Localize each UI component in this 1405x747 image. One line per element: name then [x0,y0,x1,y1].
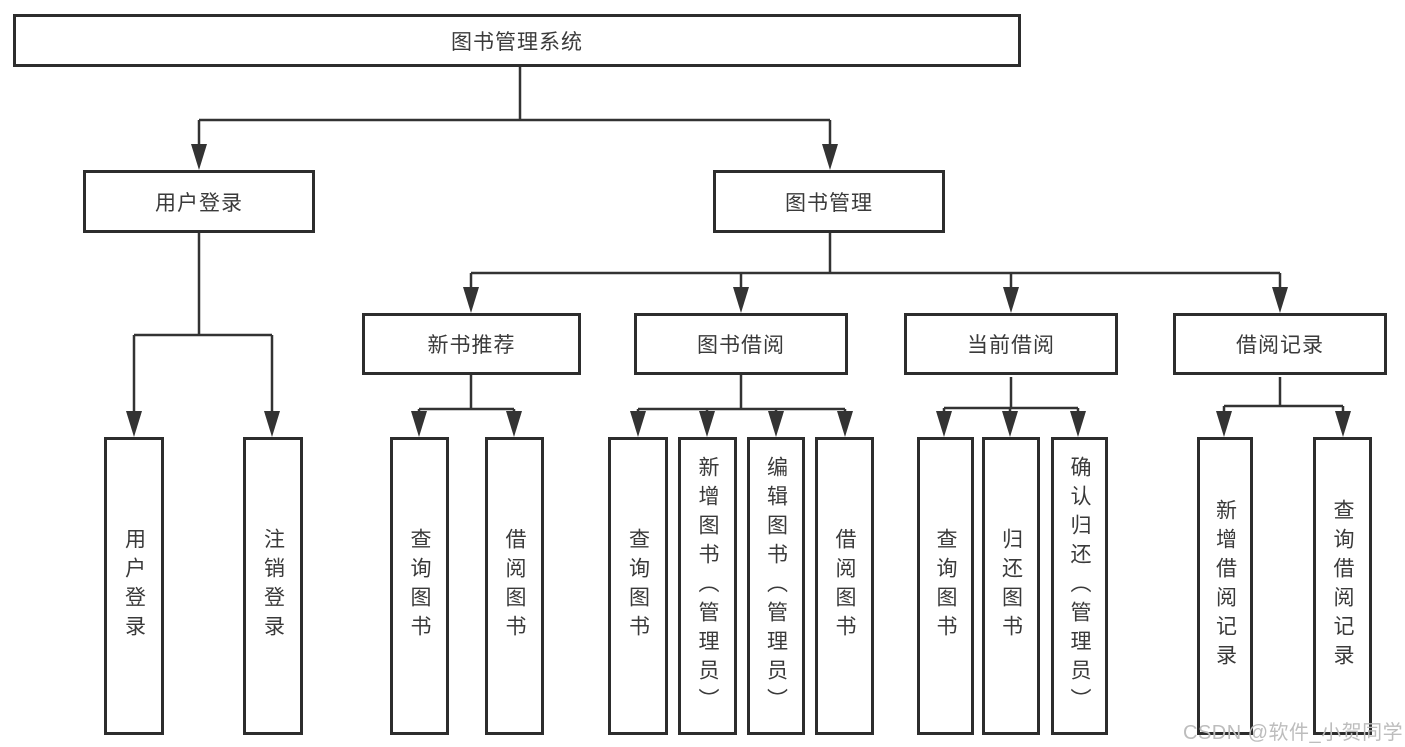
leaf-query-borrow-record: 查询借阅记录 [1313,437,1372,735]
leaf-query-books-borrow: 查询图书 [608,437,668,735]
leaf-logout: 注销登录 [243,437,303,735]
leaf-confirm-return-admin: 确认归还（管理员） [1051,437,1108,735]
leaf-return-book: 归还图书 [982,437,1040,735]
arrowheads [126,144,1351,437]
leaf-edit-book-admin: 编辑图书（管理员） [747,437,805,735]
leaf-add-borrow-record: 新增借阅记录 [1197,437,1253,735]
node-current-borrow: 当前借阅 [904,313,1118,375]
node-book-management: 图书管理 [713,170,945,233]
node-new-book-recommend: 新书推荐 [362,313,581,375]
node-borrow-records: 借阅记录 [1173,313,1387,375]
leaf-query-books-current: 查询图书 [917,437,974,735]
csdn-watermark: CSDN @软件_小贺同学 [1183,722,1404,744]
leaf-user-login: 用户登录 [104,437,164,735]
node-user-login: 用户登录 [83,170,315,233]
node-book-borrow: 图书借阅 [634,313,848,375]
leaf-add-book-admin: 新增图书（管理员） [678,437,737,735]
leaf-borrow-books: 借阅图书 [815,437,874,735]
leaf-query-books-recommend: 查询图书 [390,437,449,735]
node-root-system: 图书管理系统 [13,14,1021,67]
leaf-borrow-books-recommend: 借阅图书 [485,437,544,735]
